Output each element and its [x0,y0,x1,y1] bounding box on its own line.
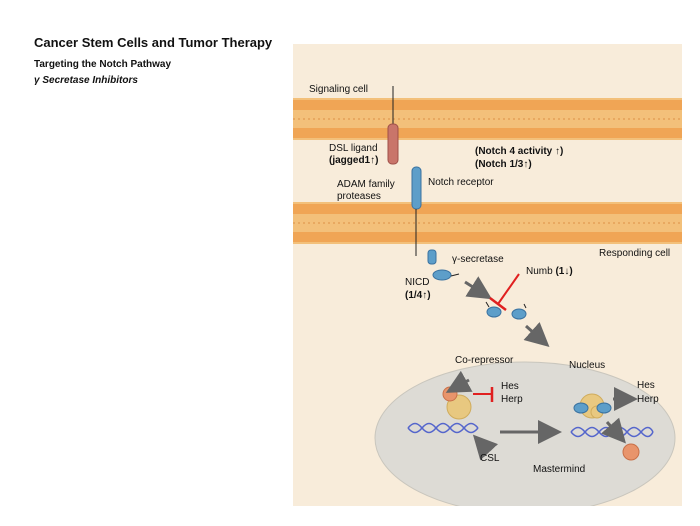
hes-right-label: Hes [637,380,655,391]
csl-label: CSL [480,453,500,464]
nicd-value: (1/4↑) [405,290,431,301]
numb-inhibition-bar [489,297,507,311]
page-subtitle-italic: γ Secretase Inhibitors [34,75,138,86]
notch-pathway-diagram: Signaling cell DSL ligand (jagged1↑) (No… [293,44,682,506]
nicd-label: NICD [405,277,430,288]
responding-cell-membrane [293,202,682,244]
numb-inhibition-line [497,273,520,305]
herp-right-label: Herp [637,394,659,405]
signaling-cell-label: Signaling cell [309,84,368,95]
nicd-bound-right [596,402,612,414]
hes-left-label: Hes [501,381,519,392]
notch-receptor-shape [411,166,422,210]
dna-left-strand-1 [407,422,479,434]
nicd-shape-2 [486,306,502,318]
signaling-cell-membrane [293,98,682,140]
csl-arrow [472,434,499,461]
notch13-label: (Notch 1/3↑) [475,159,532,170]
herp-left-label: Herp [501,394,523,405]
dsl-ligand-shape [387,123,399,165]
adam-label-2: proteases [337,191,381,202]
mastermind-release-arrow [601,417,626,444]
adam-label-1: ADAM family [337,179,395,190]
csl-ball-left [446,394,472,420]
corepressor-arrow [445,370,473,393]
dna-left-strand-2 [407,422,479,434]
page-subtitle: Targeting the Notch Pathway [34,59,172,70]
responding-cell-label: Responding cell [599,248,671,259]
nicd-bound-left [573,402,589,414]
translocation-arrow-2 [523,322,550,348]
numb-value: (1↓) [555,266,573,277]
nicd-shape-3 [511,308,527,320]
numb-label: Numb (1↓) [526,266,573,277]
mastermind-label: Mastermind [533,464,586,475]
corepressor-label: Co-repressor [455,355,514,366]
nicd-tail [450,273,460,277]
gamma-secretase-label: γ-secretase [452,254,504,265]
dsl-ligand-label: DSL ligand [329,143,378,154]
notch4-label: (Notch 4 activity ↑) [475,146,564,157]
nicd-shape [432,269,452,281]
page-title: Cancer Stem Cells and Tumor Therapy [34,35,273,50]
notch-receptor-label: Notch receptor [428,177,494,188]
diagram-graphics [293,86,682,506]
nucleus-label: Nucleus [569,360,606,371]
gamma-secretase-shape [427,249,437,265]
translocation-arrow-1 [464,276,493,300]
released-ball [622,443,640,461]
jagged-label: (jagged1↑) [329,155,379,166]
